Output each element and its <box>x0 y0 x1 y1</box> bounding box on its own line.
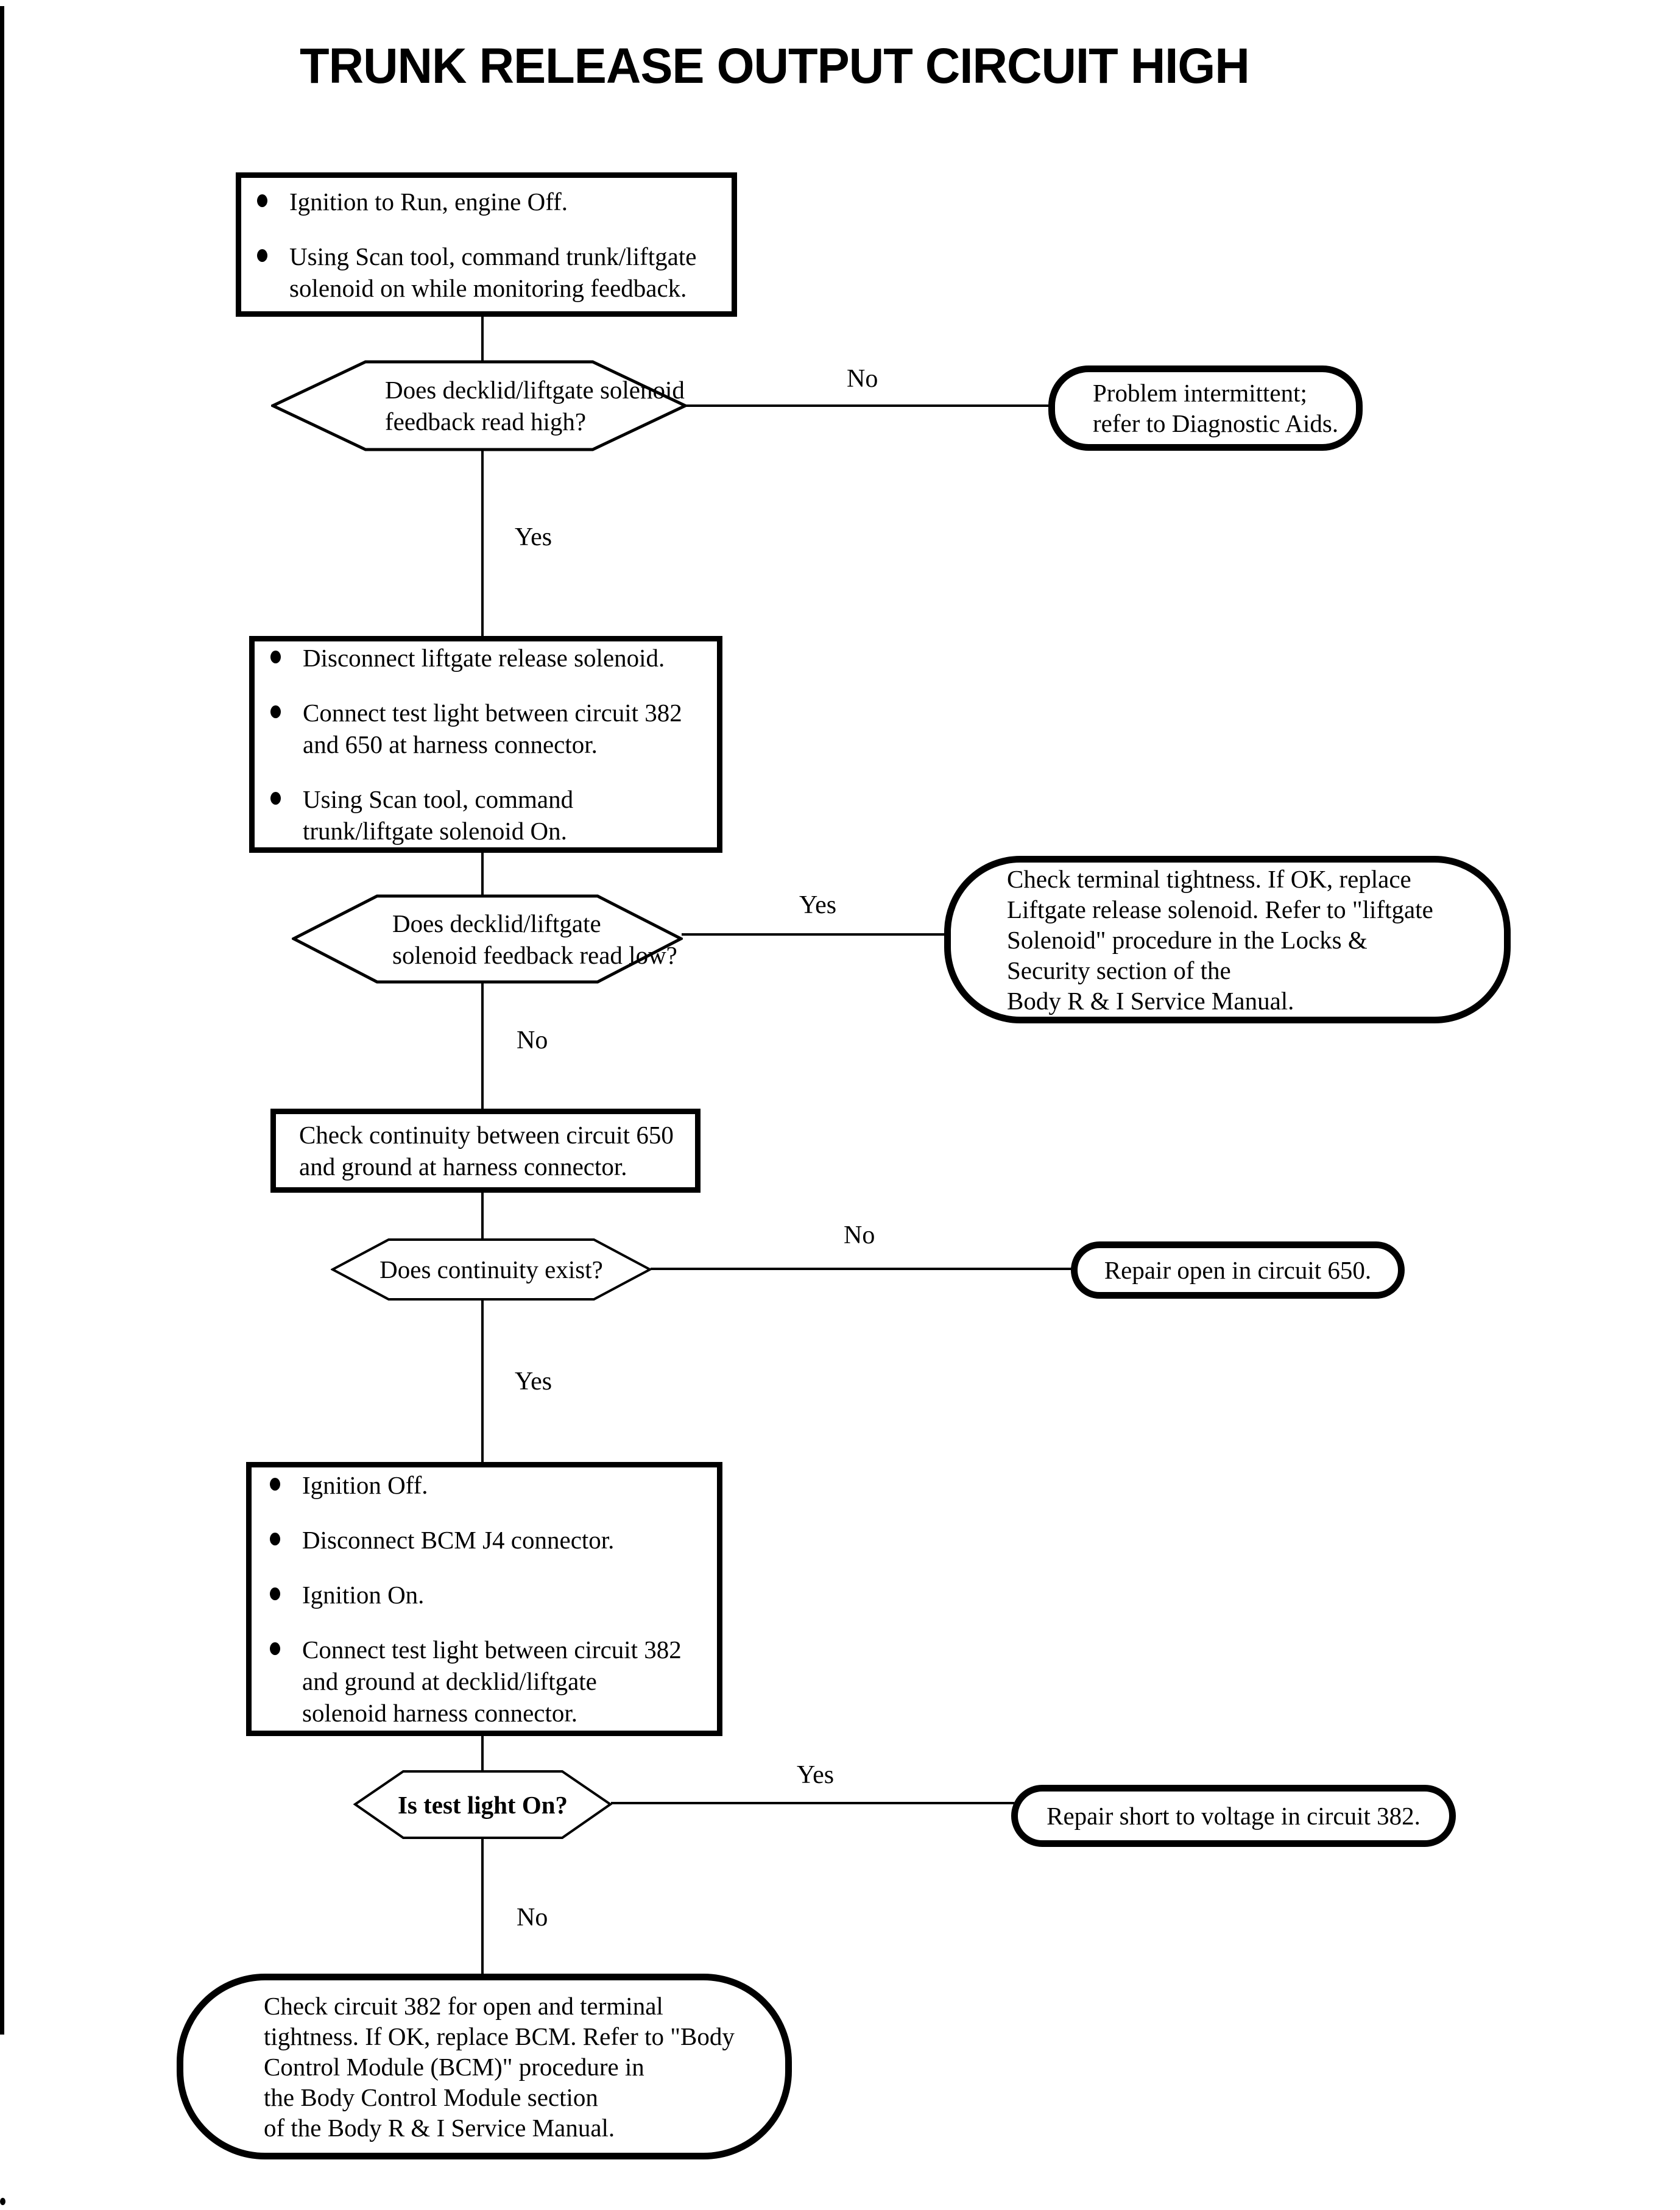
bullet-icon <box>257 249 267 262</box>
edge-label-q3-no: No <box>844 1221 875 1249</box>
t2-line5: Body R & I Service Manual. <box>1007 986 1294 1015</box>
t3-line1: Repair open in circuit 650. <box>1104 1256 1372 1284</box>
connector-q2-t2 <box>682 933 947 936</box>
t1-line1: Problem intermittent; <box>1093 379 1307 407</box>
q3-line1: Does continuity exist? <box>379 1255 603 1283</box>
t2-terminal: Check terminal tightness. If OK, replace… <box>944 856 1511 1023</box>
list-item: Ignition On. <box>270 1579 712 1611</box>
step3-box: Check continuity between circuit 650 and… <box>270 1109 701 1193</box>
step1-box: Ignition to Run, engine Off. Using Scan … <box>236 172 737 317</box>
step4-item4-line3: solenoid harness connector. <box>302 1699 578 1727</box>
q4-hexagon: Is test light On? <box>353 1770 612 1840</box>
bullet-icon <box>270 705 281 718</box>
t5-line5: of the Body R & I Service Manual. <box>264 2113 615 2142</box>
step4-item2-line1: Disconnect BCM J4 connector. <box>302 1526 615 1554</box>
t2-line3: Solenoid" procedure in the Locks & <box>1007 925 1368 954</box>
step4-item4-line1: Connect test light between circuit 382 <box>302 1636 682 1664</box>
hexagon-shape <box>353 1770 612 1839</box>
t5-line1: Check circuit 382 for open and terminal <box>264 1991 663 2020</box>
bullet-icon <box>257 194 267 207</box>
q2-hexagon: Does decklid/liftgate solenoid feedback … <box>292 894 683 984</box>
t4-line1: Repair short to voltage in circuit 382. <box>1046 1802 1421 1830</box>
bullet-icon <box>270 1478 280 1491</box>
step2-item3-line2: trunk/liftgate solenoid On. <box>303 817 567 845</box>
step4-item4-line2: and ground at decklid/liftgate <box>302 1667 597 1695</box>
t1-terminal: Problem intermittent; refer to Diagnosti… <box>1048 365 1363 451</box>
hexagon-shape <box>271 360 687 451</box>
bullet-icon <box>270 1587 280 1600</box>
connector-q4-t5 <box>481 1837 484 1975</box>
step1-bullet-list: Ignition to Run, engine Off. Using Scan … <box>241 178 732 311</box>
edge-label-q1-yes: Yes <box>515 523 552 551</box>
list-item: Disconnect liftgate release solenoid. <box>270 642 712 674</box>
connector-step4-q4 <box>481 1734 484 1771</box>
step2-item2-line1: Connect test light between circuit 382 <box>303 699 682 727</box>
edge-label-q2-yes: Yes <box>799 891 837 919</box>
edge-label-q3-yes: Yes <box>515 1368 552 1396</box>
step2-item1-line1: Disconnect liftgate release solenoid. <box>303 644 665 672</box>
q1-line2: feedback read high? <box>385 408 587 436</box>
t5-line4: the Body Control Module section <box>264 2083 598 2111</box>
edge-label-q1-no: No <box>847 365 878 393</box>
list-item: Connect test light between circuit 382 a… <box>270 697 712 760</box>
connector-q4-t4 <box>611 1802 1014 1804</box>
q1-hexagon: Does decklid/liftgate solenoid feedback … <box>271 360 687 451</box>
q3-hexagon: Does continuity exist? <box>331 1238 652 1301</box>
hexagon-shape <box>331 1238 652 1301</box>
step3-line2: and ground at harness connector. <box>299 1153 627 1181</box>
t5-terminal: Check circuit 382 for open and terminal … <box>177 1974 792 2159</box>
connector-q3-t3 <box>651 1268 1073 1270</box>
step4-item1-line1: Ignition Off. <box>302 1471 428 1499</box>
bullet-icon <box>270 1533 280 1545</box>
q2-line2: solenoid feedback read low? <box>392 941 677 969</box>
connector-q2-step3 <box>481 982 484 1110</box>
t5-line2: tightness. If OK, replace BCM. Refer to … <box>264 2022 735 2050</box>
hexagon-shape <box>292 894 683 984</box>
scan-artifact-left-strip <box>0 6 4 2035</box>
step1-item1-line1: Ignition to Run, engine Off. <box>289 187 568 216</box>
step2-item2-line2: and 650 at harness connector. <box>303 730 598 758</box>
q4-line1: Is test light On? <box>397 1790 568 1819</box>
t2-line4: Security section of the <box>1007 956 1231 984</box>
step4-box: Ignition Off. Disconnect BCM J4 connecto… <box>246 1462 722 1736</box>
step3-line1: Check continuity between circuit 650 <box>299 1121 674 1149</box>
connector-step3-q3 <box>481 1191 484 1240</box>
list-item: Using Scan tool, command trunk/liftgate … <box>270 783 712 847</box>
t5-line3: Control Module (BCM)" procedure in <box>264 2052 644 2081</box>
step1-item2-line2: solenoid on while monitoring feedback. <box>289 274 687 302</box>
connector-q1-step2 <box>481 450 484 637</box>
connector-step1-q1 <box>481 316 484 362</box>
t2-line2: Liftgate release solenoid. Refer to "lif… <box>1007 895 1433 923</box>
step2-box: Disconnect liftgate release solenoid. Co… <box>249 636 722 853</box>
step2-bullet-list: Disconnect liftgate release solenoid. Co… <box>255 641 717 847</box>
page-title: TRUNK RELEASE OUTPUT CIRCUIT HIGH <box>300 38 1250 94</box>
list-item: Ignition to Run, engine Off. <box>257 186 727 217</box>
list-item: Using Scan tool, command trunk/liftgate … <box>257 241 727 304</box>
step1-item2-line1: Using Scan tool, command trunk/liftgate <box>289 242 697 270</box>
t4-terminal: Repair short to voltage in circuit 382. <box>1011 1785 1456 1847</box>
t1-line2: refer to Diagnostic Aids. <box>1093 409 1339 437</box>
edge-label-q4-yes: Yes <box>797 1761 835 1789</box>
scan-artifact-dot <box>0 2198 5 2205</box>
t3-terminal: Repair open in circuit 650. <box>1071 1241 1405 1299</box>
list-item: Connect test light between circuit 382 a… <box>270 1634 712 1729</box>
q2-line1: Does decklid/liftgate <box>392 909 601 937</box>
q1-line1: Does decklid/liftgate solenoid <box>385 376 685 404</box>
step4-bullet-list: Ignition Off. Disconnect BCM J4 connecto… <box>252 1467 717 1731</box>
connector-step2-q2 <box>481 852 484 896</box>
bullet-icon <box>270 1642 280 1655</box>
step4-item3-line1: Ignition On. <box>302 1581 425 1609</box>
step2-item3-line1: Using Scan tool, command <box>303 785 574 813</box>
connector-q1-t1 <box>686 404 1050 407</box>
t2-line1: Check terminal tightness. If OK, replace <box>1007 864 1411 893</box>
connector-q3-step4 <box>481 1299 484 1463</box>
edge-label-q4-no: No <box>517 1904 548 1932</box>
list-item: Disconnect BCM J4 connector. <box>270 1524 712 1556</box>
list-item: Ignition Off. <box>270 1469 712 1501</box>
edge-label-q2-no: No <box>517 1026 548 1054</box>
bullet-icon <box>270 651 281 663</box>
bullet-icon <box>270 792 281 805</box>
